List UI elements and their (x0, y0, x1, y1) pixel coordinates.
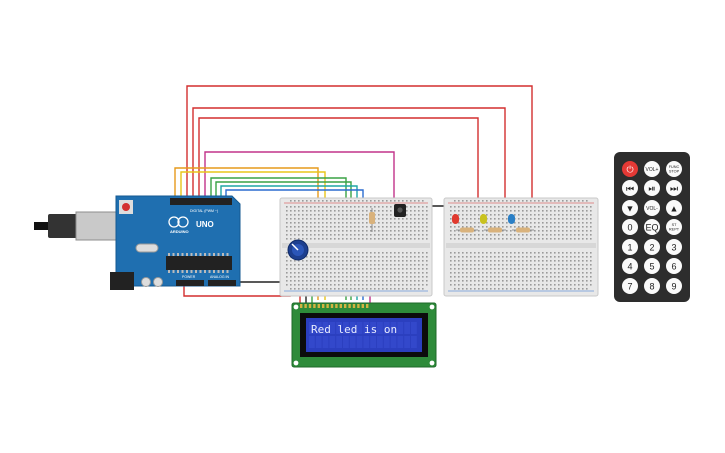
wire-magenta[interactable] (204, 151, 395, 208)
potentiometer[interactable] (287, 239, 309, 261)
remote-button-label: 7 (627, 282, 632, 292)
arduino-brand: ARDUINO (170, 229, 189, 234)
remote-button-label: ⏻ (626, 165, 633, 175)
digital-header (170, 198, 232, 205)
up-button[interactable]: ▲ (666, 200, 682, 216)
remote-button-label: ⏮ (626, 184, 634, 194)
breadboard-right (443, 197, 599, 297)
lcd-line-1: Red led is on (311, 323, 397, 336)
microcontroller-chip (166, 256, 232, 270)
wire-red-1[interactable] (186, 85, 533, 215)
digit-7-button[interactable]: 7 (622, 278, 638, 294)
remote-button-label: 1 (627, 243, 632, 253)
vol-up-button[interactable]: VOL+ (644, 161, 660, 177)
remote-button-label: FUNC (669, 165, 680, 169)
remote-button-label: 6 (671, 262, 676, 272)
led-blue[interactable] (508, 214, 515, 224)
usb-port (75, 211, 117, 241)
reset-button[interactable] (122, 203, 130, 211)
digit-3-button[interactable]: 3 (666, 239, 682, 255)
remote-button-label: ST (672, 223, 678, 227)
remote-button-label: 3 (671, 243, 676, 253)
remote-button-label: 8 (649, 282, 654, 292)
power-label: POWER (182, 275, 196, 279)
resistor-led-3[interactable] (512, 227, 534, 233)
resistor-ir[interactable] (369, 208, 375, 232)
resistors (369, 208, 534, 233)
digit-1-button[interactable]: 1 (622, 239, 638, 255)
remote-button-label: EQ (645, 223, 658, 233)
remote-button-label: ▼ (626, 204, 635, 214)
arduino-uno-board[interactable]: DIGITAL (PWM ~) ARDUINO UNO POWER ANALOG… (34, 195, 241, 290)
digit-2-button[interactable]: 2 (644, 239, 660, 255)
ir-receiver[interactable] (394, 204, 406, 217)
down-button[interactable]: ▼ (622, 200, 638, 216)
led-yellow[interactable] (480, 214, 487, 224)
resistor-led-2[interactable] (484, 227, 506, 233)
remote-button-label: VOL+ (646, 167, 659, 173)
digit-8-button[interactable]: 8 (644, 278, 660, 294)
analog-label: ANALOG IN (210, 275, 230, 279)
remote-button-label: 0 (627, 223, 632, 233)
lcd-display[interactable]: Red led is on (291, 302, 437, 368)
analog-header (208, 280, 236, 286)
power-jack (110, 272, 134, 290)
remote-button-label: ⏯ (648, 184, 655, 194)
remote-button-label: VOL- (646, 206, 658, 212)
usb-cable (34, 222, 50, 230)
remote-button-label: 9 (671, 282, 676, 292)
digit-9-button[interactable]: 9 (666, 278, 682, 294)
power-header (176, 280, 204, 286)
remote-button-label: 2 (649, 243, 654, 253)
digit-6-button[interactable]: 6 (666, 258, 682, 274)
remote-button-label: ⏭ (670, 184, 678, 194)
remote-button-label: REPT (669, 228, 680, 232)
wire-red-2[interactable] (192, 107, 506, 215)
prev-button[interactable]: ⏮ (622, 180, 638, 196)
remote-button-label: 4 (627, 262, 632, 272)
vol-down-button[interactable]: VOL- (644, 200, 660, 216)
digital-label: DIGITAL (PWM ~) (190, 209, 218, 213)
remote-button-label: STOP (669, 170, 680, 174)
remote-button-label: ▲ (670, 204, 679, 214)
arduino-model: UNO (196, 220, 214, 229)
play-pause-button[interactable]: ⏯ (644, 180, 660, 196)
eq-button[interactable]: EQ (644, 219, 660, 235)
digit-0-button[interactable]: 0 (622, 219, 638, 235)
led-red[interactable] (452, 214, 459, 224)
digit-5-button[interactable]: 5 (644, 258, 660, 274)
resistor-led-1[interactable] (456, 227, 478, 233)
remote-button-label: 5 (649, 262, 654, 272)
power-button[interactable]: ⏻ (622, 161, 638, 177)
digit-4-button[interactable]: 4 (622, 258, 638, 274)
next-button[interactable]: ⏭ (666, 180, 682, 196)
breadboard-left (279, 197, 433, 297)
wire-red-3[interactable] (198, 117, 479, 215)
